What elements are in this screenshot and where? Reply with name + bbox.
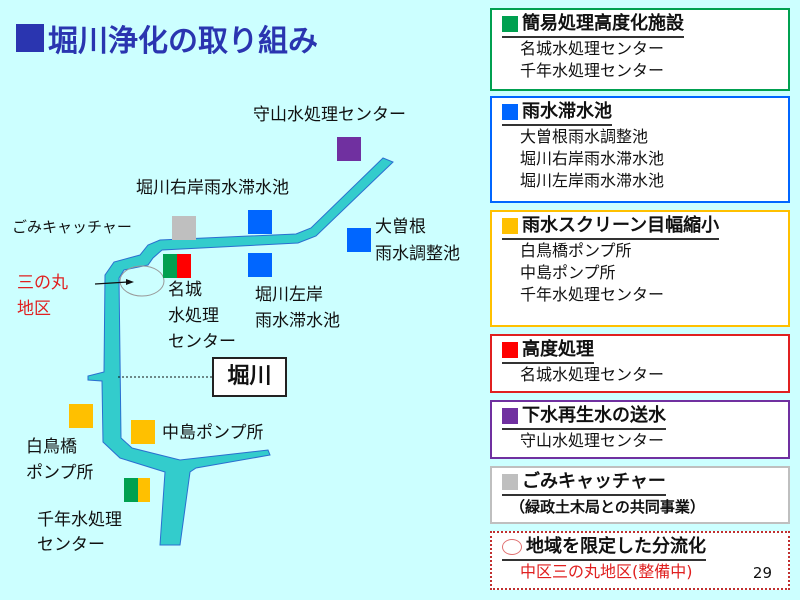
title-square-icon [16,24,44,52]
label-nakajima: 中島ポンプ所 [162,423,264,443]
legend-item: （緑政土木局との共同事業） [510,498,705,516]
label-horikawa-left-2: 雨水滞水池 [255,311,340,331]
yellow-square-icon [502,218,518,234]
legend-item: 堀川左岸雨水滞水池 [520,171,665,190]
legend-item: 大曽根雨水調整池 [520,127,649,146]
legend-item: 中区三の丸地区(整備中) [520,562,693,581]
legend-reclaimed-water: 下水再生水の送水 守山水処理センター [490,400,790,459]
arrow-head-icon [126,279,134,285]
yellow-marker [69,404,93,428]
green-yellow-marker [124,478,150,502]
green-red-marker [163,254,191,278]
label-sannomaru-1: 三の丸 [17,273,68,293]
blue-marker [248,253,272,277]
slide-title: 堀川浄化の取り組み [16,16,318,60]
river-name-box: 堀川 [212,357,287,397]
purple-marker [337,137,361,161]
legend-rain-storage: 雨水滞水池 大曽根雨水調整池 堀川右岸雨水滞水池 堀川左岸雨水滞水池 [490,96,790,203]
arrow-icon [94,281,129,285]
green-square-icon [502,16,518,32]
legend-item: 名城水処理センター [520,39,665,58]
legend-item: 堀川右岸雨水滞水池 [520,149,665,168]
legend-title: 下水再生水の送水 [522,405,666,426]
blue-marker [347,228,371,252]
legend-title: 雨水スクリーン目幅縮小 [522,215,720,236]
legend-advanced-treatment: 高度処理 名城水処理センター [490,334,790,393]
river-map [87,157,394,546]
label-shiratori-2: ポンプ所 [26,463,94,483]
label-shiratori-1: 白鳥橋 [26,437,77,457]
legend-title: 高度処理 [522,339,594,360]
legend-simple-treatment: 簡易処理高度化施設 名城水処理センター 千年水処理センター [490,8,790,91]
legend-title: 地域を限定した分流化 [526,536,706,557]
legend-item: 名城水処理センター [520,365,665,384]
legend-item: 白鳥橋ポンプ所 [520,241,632,260]
label-ozone-2: 雨水調整池 [375,244,460,264]
yellow-marker [131,420,155,444]
legend-title: 雨水滞水池 [522,101,612,122]
label-ozone-1: 大曽根 [375,217,426,237]
label-meijo-2: 水処理 [168,306,219,326]
legend-item: 千年水処理センター [520,61,665,80]
blue-marker [248,210,272,234]
legend-item: 守山水処理センター [520,431,665,450]
legend-item: 中島ポンプ所 [520,263,616,282]
label-sennen-1: 千年水処理 [37,510,122,530]
legend-separate-sewer: 地域を限定した分流化 中区三の丸地区(整備中) [490,531,790,590]
legend-title: 簡易処理高度化施設 [522,13,684,34]
label-moriyama: 守山水処理センター [253,105,406,125]
horikawa-river [87,157,394,546]
label-meijo-1: 名城 [168,280,202,300]
label-sannomaru-2: 地区 [17,299,51,319]
label-gomi: ごみキャッチャー [12,218,132,236]
purple-square-icon [502,408,518,424]
label-horikawa-right: 堀川右岸雨水滞水池 [136,178,289,198]
label-meijo-3: センター [168,332,236,352]
gray-marker [172,216,196,240]
legend-garbage-catcher: ごみキャッチャー （緑政土木局との共同事業） [490,466,790,524]
label-horikawa-left-1: 堀川左岸 [255,285,323,305]
blue-square-icon [502,104,518,120]
legend-item: 千年水処理センター [520,285,665,304]
sannomaru-area-ellipse [119,265,165,297]
page-number: 29 [752,564,772,582]
label-sennen-2: センター [37,535,105,555]
legend-screen: 雨水スクリーン目幅縮小 白鳥橋ポンプ所 中島ポンプ所 千年水処理センター [490,210,790,327]
gray-square-icon [502,474,518,490]
red-square-icon [502,342,518,358]
title-text: 堀川浄化の取り組み [48,24,318,59]
legend-title: ごみキャッチャー [522,471,666,492]
ellipse-icon [502,539,522,555]
